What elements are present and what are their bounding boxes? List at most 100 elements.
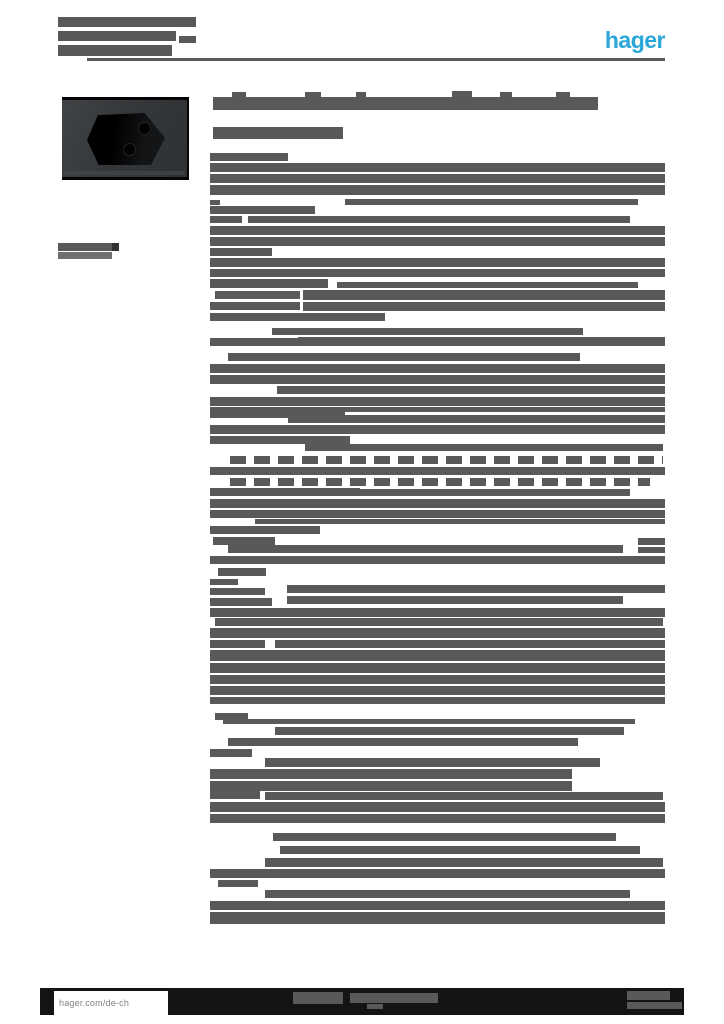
redacted-text-line	[210, 237, 665, 246]
title-ascender	[232, 92, 246, 98]
redacted-text-line	[337, 282, 638, 288]
redacted-text-line	[345, 199, 638, 205]
socket-faceplate	[62, 100, 187, 177]
redacted-text-line	[275, 640, 665, 648]
right-aligned-value	[638, 538, 665, 545]
redacted-text-line	[210, 467, 665, 475]
redacted-text-line	[210, 608, 665, 617]
redacted-text-line	[215, 618, 663, 626]
title-ascender	[556, 92, 570, 98]
redacted-text-line	[210, 436, 350, 444]
redacted-text-line	[210, 912, 665, 924]
section-header-bar	[210, 153, 288, 161]
redacted-text-line	[230, 478, 650, 486]
title-ascender	[356, 92, 366, 98]
socket-hole-left	[123, 143, 136, 156]
redacted-text-line	[210, 226, 665, 235]
redacted-text-line	[230, 456, 663, 464]
product-photo	[62, 97, 189, 180]
right-aligned-value	[638, 547, 665, 553]
header-rule	[87, 58, 665, 61]
header-text-superscript	[179, 36, 196, 43]
footer-text-block	[367, 1004, 383, 1009]
redacted-text-line	[210, 499, 665, 508]
redacted-text-line	[210, 488, 360, 496]
redacted-text-line	[280, 846, 640, 854]
header-text-line-3	[58, 45, 172, 56]
redacted-text-line	[345, 407, 665, 412]
title-ascender	[305, 92, 321, 98]
hager-logo: hager	[604, 27, 666, 53]
redacted-text-line	[210, 769, 572, 779]
redacted-text-line	[210, 313, 385, 321]
redacted-text-line	[210, 640, 265, 648]
website-url: hager.com/de-ch	[59, 998, 130, 1008]
redacted-text-line	[360, 489, 630, 496]
redacted-text-line	[298, 337, 665, 346]
redacted-text-line	[228, 545, 623, 553]
redacted-text-line	[210, 248, 272, 256]
redacted-text-line	[210, 206, 315, 214]
redacted-text-line	[213, 537, 275, 545]
sidebar-label-arrow	[112, 243, 119, 251]
header-text-line-1	[58, 17, 196, 27]
title-ascender	[500, 92, 512, 98]
website-box: hager.com/de-ch	[54, 991, 168, 1016]
redacted-text-line	[210, 425, 665, 434]
redacted-text-line	[303, 290, 665, 300]
redacted-text-line	[277, 386, 665, 394]
redacted-text-line	[210, 338, 298, 346]
redacted-text-line	[305, 444, 663, 451]
redacted-text-line	[210, 185, 665, 195]
footer-text-block	[350, 993, 438, 1003]
redacted-text-line	[210, 258, 665, 267]
redacted-text-line	[288, 415, 665, 423]
redacted-text-line	[210, 781, 572, 791]
redacted-text-line	[210, 200, 220, 205]
footer-page-info	[627, 991, 670, 1000]
redacted-text-line	[210, 814, 665, 823]
redacted-text-line	[210, 556, 665, 564]
redacted-text-line	[210, 174, 665, 183]
faceplate-highlight	[64, 171, 185, 175]
redacted-text-line	[228, 738, 578, 746]
redacted-text-line	[210, 579, 238, 585]
redacted-text-line	[218, 880, 258, 887]
redacted-text-line	[215, 291, 300, 299]
redacted-text-line	[210, 588, 265, 595]
redacted-text-line	[210, 407, 345, 418]
redacted-text-line	[210, 802, 665, 812]
sidebar-label-line-2	[58, 252, 112, 259]
redacted-text-line	[210, 675, 665, 684]
title-line	[213, 97, 598, 110]
redacted-text-line	[210, 869, 665, 878]
redacted-text-line	[265, 792, 663, 800]
redacted-text-line	[210, 302, 300, 310]
redacted-text-line	[210, 686, 665, 695]
redacted-text-line	[210, 216, 242, 223]
footer-text-block	[293, 992, 343, 1004]
redacted-text-line	[210, 269, 665, 277]
redacted-text-line	[275, 727, 624, 735]
redacted-text-line	[210, 901, 665, 910]
redacted-text-line	[210, 663, 665, 673]
redacted-text-line	[218, 568, 266, 576]
redacted-text-line	[210, 791, 260, 799]
redacted-text-line	[265, 858, 663, 867]
redacted-text-line	[210, 697, 665, 704]
footer-page-info	[627, 1002, 682, 1009]
sidebar-label-line-1	[58, 243, 118, 251]
header-text-line-2	[58, 31, 176, 41]
redacted-text-line	[210, 163, 665, 172]
redacted-text-line	[210, 749, 252, 757]
redacted-text-line	[228, 353, 580, 361]
redacted-text-line	[265, 758, 600, 767]
redacted-text-line	[223, 719, 635, 724]
redacted-text-line	[287, 585, 665, 593]
redacted-text-line	[210, 375, 665, 384]
redacted-text-line	[210, 397, 665, 406]
title-ascender	[452, 91, 472, 98]
redacted-text-line	[210, 650, 665, 661]
